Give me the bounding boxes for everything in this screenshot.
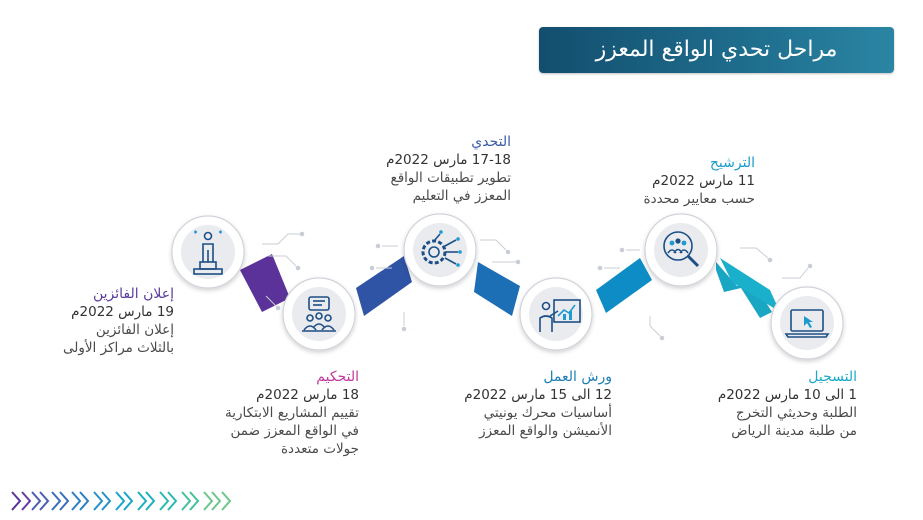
stage-desc: تقييم المشاريع الابتكارية في الواقع المع…	[225, 405, 359, 457]
stage-name: ورش العمل	[543, 369, 612, 385]
stage-text-nomination: الترشيح 11 مارس 2022م حسب معايير محددة	[595, 154, 755, 208]
connector-1b	[720, 258, 780, 312]
stage-text-winners: إعلان الفائزين 19 مارس 2022م إعلان الفائ…	[34, 285, 174, 357]
winner-podium-icon	[193, 230, 223, 275]
stage-node-challenge	[403, 213, 477, 287]
stage-node-workshops	[519, 277, 593, 351]
connector-5	[240, 254, 290, 312]
stage-node-nomination	[644, 213, 718, 287]
connector-2	[596, 258, 652, 313]
stage-date: 1 الى 10 مارس 2022م	[717, 387, 857, 403]
connector-3	[474, 262, 520, 316]
stage-desc: حسب معايير محددة	[643, 191, 755, 207]
laptop-cursor-icon	[784, 309, 830, 338]
connector-4	[356, 256, 412, 316]
stage-desc: الطلبة وحديثي التخرج من طلبة مدينة الريا…	[731, 405, 857, 439]
circuit-gear-icon	[421, 230, 462, 267]
stage-node-winners	[171, 215, 245, 289]
circuit-decoration	[262, 231, 813, 341]
stage-date: 17-18 مارس 2022م	[386, 152, 511, 168]
stage-text-workshops: ورش العمل 12 الى 15 مارس 2022م أساسيات م…	[432, 368, 612, 440]
stage-node-registration	[770, 286, 844, 360]
stage-date: 12 الى 15 مارس 2022م	[464, 387, 612, 403]
pattern-logo	[11, 491, 232, 511]
stage-date: 18 مارس 2022م	[256, 387, 359, 403]
jury-panel-icon	[302, 296, 336, 332]
stage-date: 11 مارس 2022م	[652, 173, 755, 189]
stage-name: الترشيح	[709, 155, 755, 171]
stage-desc: إعلان الفائزين بالثلاث مراكز الأولى	[62, 322, 174, 356]
group-search-icon	[663, 231, 700, 268]
stage-date: 19 مارس 2022م	[71, 304, 174, 320]
title-banner: مراحل تحدي الواقع المعزز	[539, 27, 894, 73]
presentation-icon	[539, 299, 581, 332]
stage-name: التسجيل	[808, 369, 857, 385]
connector-1	[716, 262, 772, 318]
stage-text-challenge: التحدي 17-18 مارس 2022م تطوير تطبيقات ال…	[351, 133, 511, 205]
stage-desc: تطوير تطبيقات الواقع المعزز في التعليم	[390, 170, 511, 204]
stage-node-judging	[282, 277, 356, 351]
stage-name: التحدي	[471, 134, 511, 150]
page-title: مراحل تحدي الواقع المعزز	[595, 37, 838, 62]
stage-text-registration: التسجيل 1 الى 10 مارس 2022م الطلبة وحديث…	[697, 368, 857, 440]
stage-desc: أساسيات محرك يونيتي الأنميشن والواقع الم…	[479, 405, 612, 439]
stage-name: إعلان الفائزين	[92, 286, 174, 302]
stage-name: التحكيم	[316, 369, 359, 385]
stage-text-judging: التحكيم 18 مارس 2022م تقييم المشاريع الا…	[189, 368, 359, 458]
